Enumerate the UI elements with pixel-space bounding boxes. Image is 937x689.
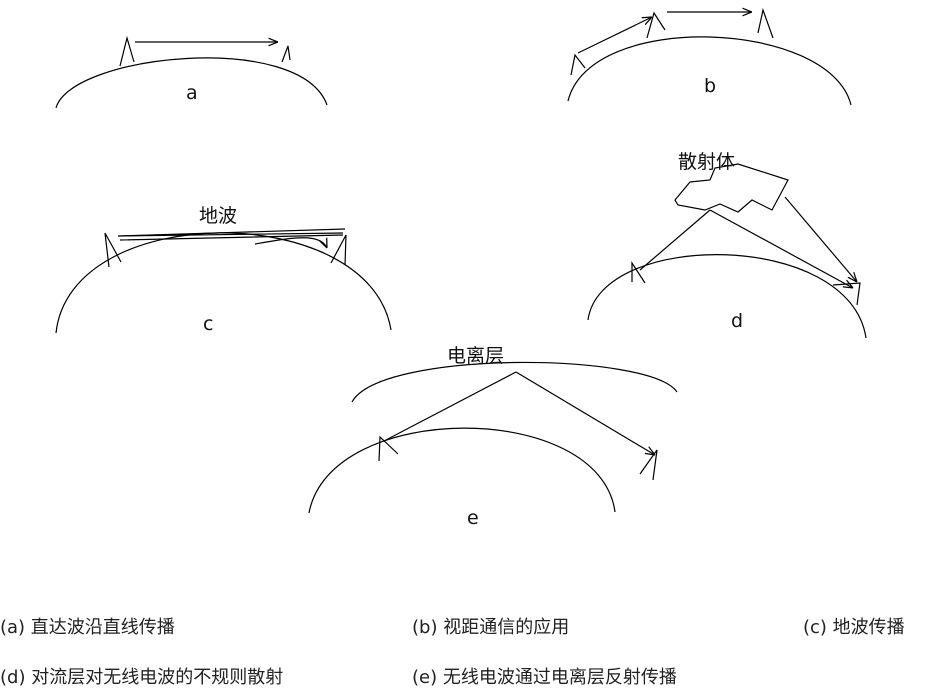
antenna-right [330,234,347,266]
caption-a: (a) 直达波沿直线传播 [0,617,175,638]
panel-e: 电离层 e [308,345,678,529]
panel-letter-a: a [186,82,198,104]
scatterer-cloud [674,163,789,213]
antenna-right [832,282,861,306]
antenna-right [639,449,658,481]
antenna-left [378,435,399,462]
earth-surface [567,36,852,106]
incident-ray [383,371,517,442]
caption-b: (b) 视距通信的应用 [412,617,570,638]
panel-a: a [55,35,328,109]
ground-wave-rays [117,228,346,241]
propagation-diagram: a b 地波 c 散射体 d 电 [55,0,867,529]
scatterer-label: 散射体 [678,151,735,173]
earth-surface [587,254,867,339]
panel-letter-e: e [467,507,479,529]
earth-surface [308,427,616,514]
ground-wave-label: 地波 [199,205,237,227]
antenna-left [104,232,122,268]
scatter-ray-2 [709,209,853,288]
reflected-ray [515,371,655,455]
antenna-left [570,53,586,76]
relay-wave-arrow-1 [577,17,652,54]
panel-d: 散射体 d [587,151,867,339]
scatter-ray-1 [639,209,711,271]
antenna-right [281,45,291,63]
panel-letter-c: c [203,313,213,335]
scatter-ray-3 [784,196,857,282]
antenna-left [119,35,135,67]
ground-wave-curve [254,237,327,248]
earth-surface [55,57,328,109]
caption-d: (d) 对流层对无线电波的不规则散射 [0,667,284,688]
ionosphere-layer [351,361,678,403]
panel-b: b [567,7,852,106]
caption-e: (e) 无线电波通过电离层反射传播 [412,667,677,688]
caption-c: (c) 地波传播 [803,617,905,638]
antenna-right [757,7,774,39]
antenna-middle [646,11,666,39]
panel-letter-d: d [731,310,743,332]
panel-letter-b: b [704,75,716,97]
panel-c: 地波 c [55,205,392,335]
ionosphere-label: 电离层 [447,345,504,367]
antenna-left [631,260,646,284]
